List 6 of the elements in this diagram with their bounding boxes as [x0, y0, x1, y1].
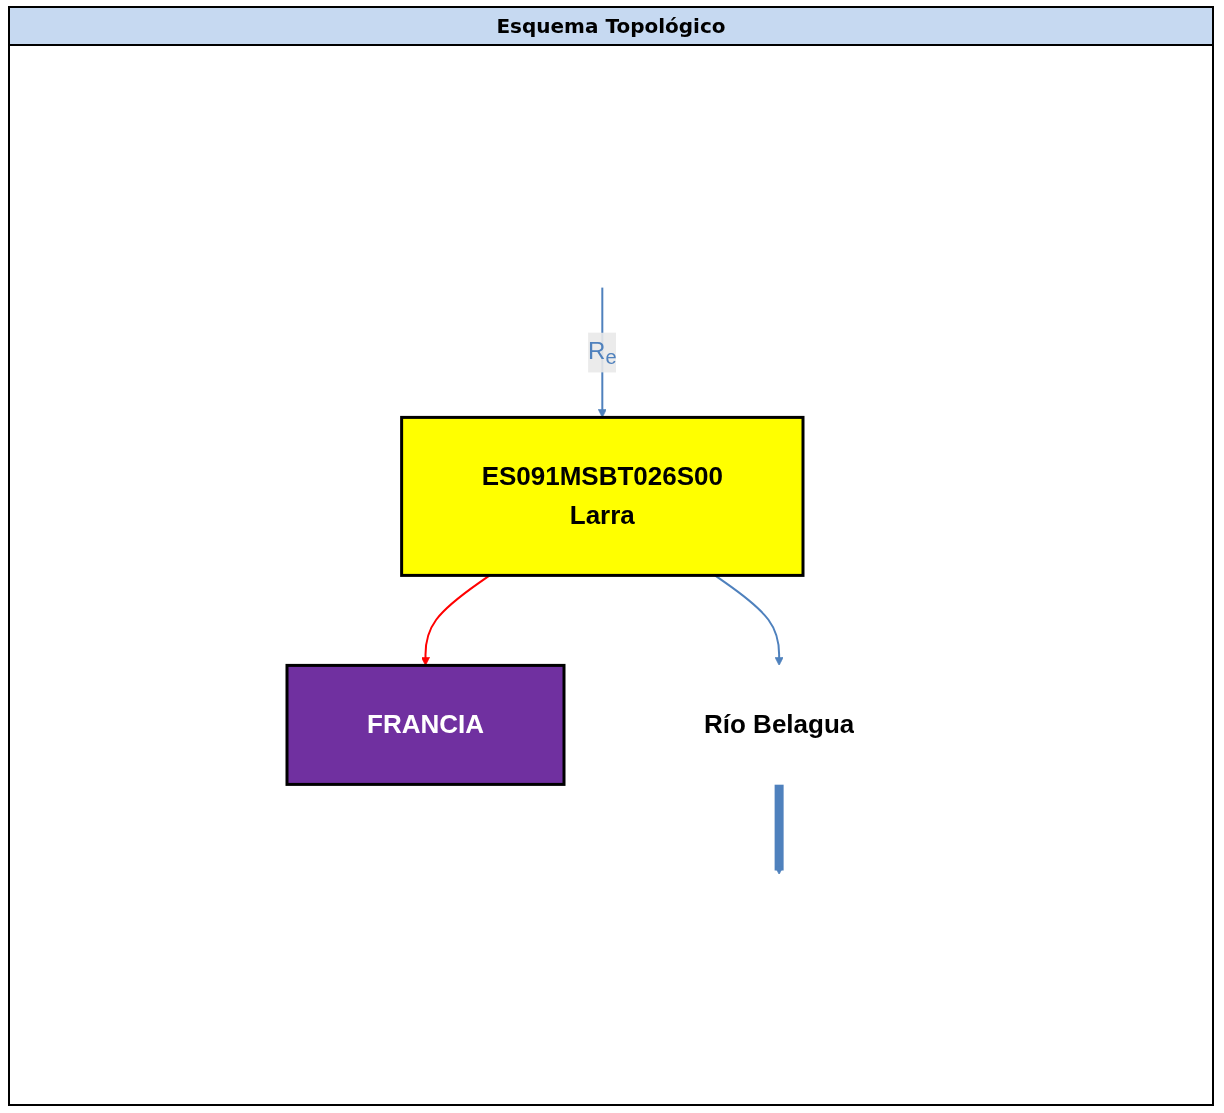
node-box: ES091MSBT026S00 Larra [400, 415, 805, 577]
title: Esquema Topológico [10, 8, 1212, 46]
arrow [775, 784, 784, 875]
node-text: Río Belagua [704, 709, 855, 740]
edge-label: R$_{e}$ [588, 336, 617, 369]
node-box: FRANCIA [285, 663, 566, 786]
